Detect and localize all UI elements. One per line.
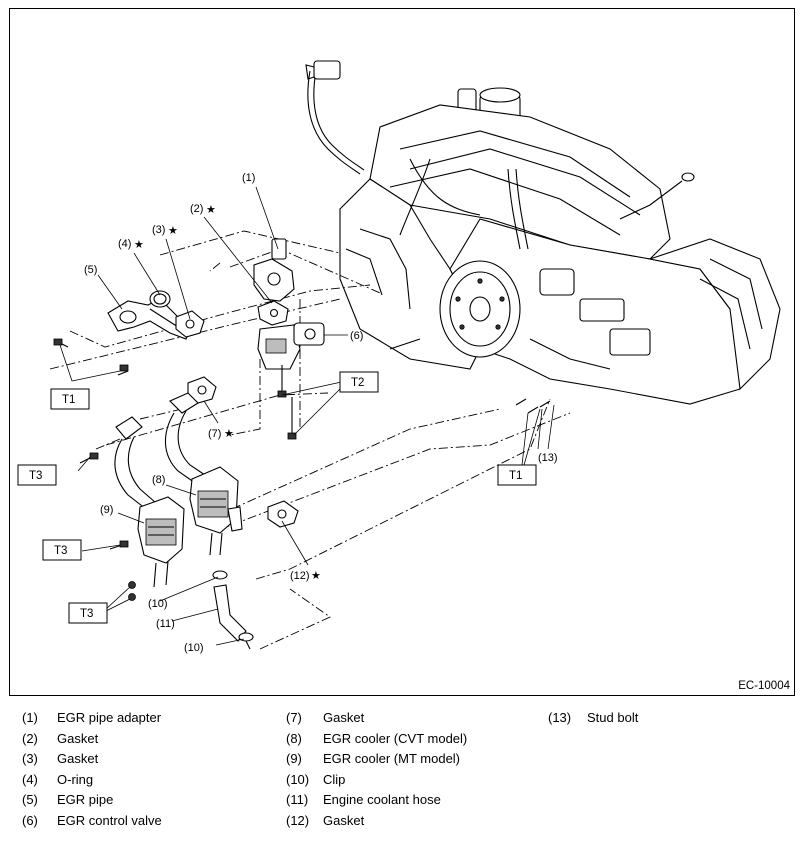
callout-labels: (1) (2) ★ (3) ★ (4) ★ (5) (6) (7) ★ (8) … [84,172,558,654]
callout-2: (2) [190,203,203,215]
torque-t1-right: T1 [509,470,522,482]
callout-3: (3) [152,224,165,236]
engine-assembly [305,60,781,405]
torque-labels: T1 T2 T1 T3 T3 T3 [17,371,537,624]
star-12: ★ [311,570,321,582]
star-4: ★ [134,239,144,251]
egr-components [53,238,551,650]
callout-11: (11) [156,618,175,630]
callout-10b: (10) [184,642,204,654]
callout-9: (9) [100,504,113,516]
torque-t3-top: T3 [29,470,42,482]
star-7: ★ [224,428,234,440]
callout-1: (1) [242,172,255,184]
torque-box-t1-left [50,388,90,410]
drawing-code: EC-10004 [738,680,790,692]
torque-box-t3-bottom [68,602,108,624]
callout-10a: (10) [148,598,168,610]
callout-7: (7) [208,428,221,440]
callout-8: (8) [152,474,165,486]
callout-12: (12) [290,570,310,582]
torque-box-t3-top [17,464,57,486]
torque-t3-mid: T3 [54,545,67,557]
leader-lines [59,186,555,646]
callout-6: (6) [350,330,363,342]
star-2: ★ [206,204,216,216]
callout-5: (5) [84,264,97,276]
exploded-view-diagram: .ln { fill: none; stroke: #000; stroke-w… [9,8,795,696]
star-3: ★ [168,225,178,237]
torque-box-t3-mid [42,539,82,561]
diagram-canvas: .ln { fill: none; stroke: #000; stroke-w… [17,60,781,654]
torque-box-t1-right [497,464,537,486]
torque-t3-bottom: T3 [80,608,93,620]
callout-4: (4) [118,238,131,250]
callout-13: (13) [538,452,558,464]
torque-t2: T2 [351,377,364,389]
torque-t1-left: T1 [62,394,75,406]
torque-box-t2 [339,371,379,393]
parts-legend: (1)EGR pipe adapter (2)Gasket (3)Gasket … [22,710,639,828]
